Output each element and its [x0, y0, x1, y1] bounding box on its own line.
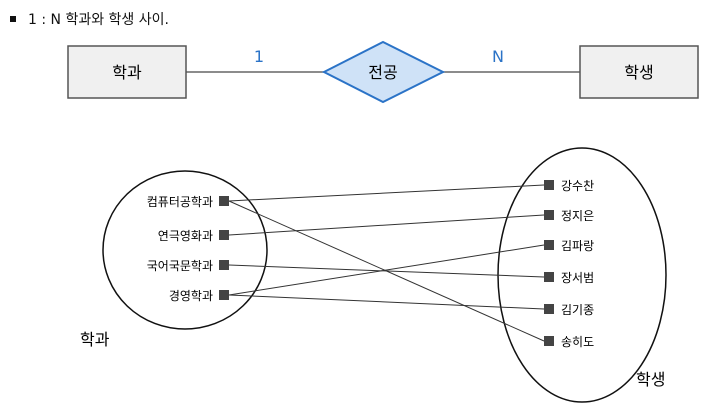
student-name: 장서범: [561, 271, 594, 285]
student-item: 정지은: [544, 209, 594, 223]
student-node: [544, 240, 554, 250]
student-item: 송히도: [544, 335, 594, 349]
mapping-lines: [228, 184, 545, 342]
department-set-label: 학과: [80, 330, 110, 349]
department-node: [219, 196, 229, 206]
department-name: 연극영화과: [158, 229, 213, 243]
heading-text: 1 : N 학과와 학생 사이.: [28, 12, 169, 28]
student-name: 강수찬: [561, 178, 594, 193]
student-set-label: 학생: [636, 370, 665, 389]
heading-bullet-row: 1 : N 학과와 학생 사이.: [10, 9, 169, 29]
mapping-line: [228, 214, 545, 236]
relationship-major-diamond: [321, 40, 446, 104]
student-name: 김기종: [561, 303, 594, 317]
department-item: 연극영화과: [158, 229, 229, 243]
department-item: 국어국문학과: [147, 259, 229, 273]
student-node: [544, 304, 554, 314]
student-item: 강수찬: [544, 178, 594, 193]
student-item: 장서범: [544, 271, 594, 285]
department-node: [219, 290, 229, 300]
entity-student-label: 학생: [624, 63, 653, 82]
student-node: [544, 180, 554, 190]
student-item: 김기종: [544, 303, 594, 317]
student-node: [544, 336, 554, 346]
department-name: 컴퓨터공학과: [147, 195, 213, 209]
department-name: 국어국문학과: [147, 259, 213, 273]
department-name: 경영학과: [169, 289, 213, 303]
bullet-marker: [10, 16, 16, 22]
department-node: [219, 230, 229, 240]
student-node: [544, 272, 554, 282]
entity-department-box: [67, 45, 187, 99]
mapping-line: [228, 244, 545, 296]
relationship-major-label: 전공: [368, 63, 397, 82]
mapping-line: [228, 184, 545, 202]
mapping-line: [228, 264, 545, 278]
mapping-line: [228, 294, 545, 310]
student-node: [544, 210, 554, 220]
student-item: 김파랑: [544, 239, 594, 253]
cardinality-n: N: [492, 47, 504, 66]
cardinality-one: 1: [254, 47, 264, 66]
department-node: [219, 260, 229, 270]
entity-student-box: [579, 45, 699, 99]
student-name: 김파랑: [561, 239, 594, 253]
student-name: 정지은: [561, 209, 594, 223]
department-item: 컴퓨터공학과: [147, 195, 229, 209]
student-name: 송히도: [561, 335, 594, 349]
entity-department-label: 학과: [112, 63, 142, 82]
department-item: 경영학과: [169, 289, 229, 303]
department-set-ellipse: [102, 170, 268, 330]
